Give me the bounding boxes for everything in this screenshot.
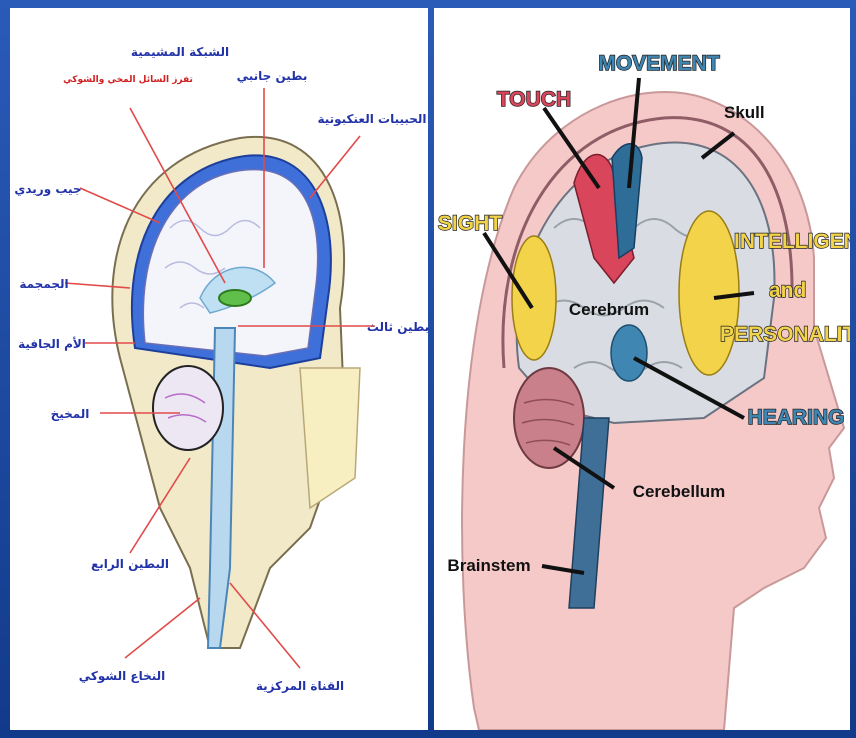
label-sight: SIGHT — [438, 212, 502, 235]
face-shape — [300, 368, 360, 508]
cerebellum-shape — [153, 366, 223, 450]
label-choroid-plexus-sub: تفرز السائل المخي والشوكي — [63, 75, 193, 85]
label-cerebellum: المخيخ — [51, 407, 90, 421]
label-hearing: HEARING — [748, 406, 845, 429]
label-brainstem: Brainstem — [447, 556, 530, 575]
sight-region — [512, 236, 556, 360]
label-lateral-ventricle: بطين جانبي — [237, 69, 308, 83]
cerebellum-shape-right — [514, 368, 584, 468]
choroid-plexus-shape — [219, 290, 251, 306]
label-spinal-cord: النخاع الشوكي — [79, 669, 166, 684]
label-venous-sinus: جيب وريدي — [14, 182, 81, 197]
label-personality: PERSONALITY — [720, 323, 850, 346]
label-choroid-plexus: الشبكة المشيمية — [131, 45, 229, 59]
label-cerebellum-right: Cerebellum — [633, 482, 726, 501]
right-panel-brain-functions: TOUCH MOVEMENT Skull SIGHT INTELLIGENCE … — [434, 8, 850, 730]
label-skull-right: Skull — [724, 103, 765, 122]
label-arachnoid-granulations: الحبيبات العنكبوتية — [317, 112, 426, 127]
label-cerebrum: Cerebrum — [569, 300, 649, 319]
intelligence-region — [679, 211, 739, 375]
label-touch: TOUCH — [497, 88, 571, 111]
left-panel-sagittal-diagram: الشبكة المشيمية تفرز السائل المخي والشوك… — [10, 8, 428, 730]
label-dura-mater: الأم الجافية — [18, 336, 86, 352]
label-skull: الجمجمة — [19, 277, 68, 291]
label-intelligence: INTELLIGENCE — [734, 230, 850, 253]
label-movement: MOVEMENT — [598, 52, 720, 75]
label-fourth-ventricle: البطين الرابع — [91, 557, 169, 571]
sagittal-brain-diagram: الشبكة المشيمية تفرز السائل المخي والشوك… — [10, 8, 428, 730]
label-central-canal: القناة المركزية — [256, 679, 344, 693]
label-third-ventricle: بطين ثالث — [367, 320, 428, 334]
label-and: and — [769, 279, 806, 302]
brain-functions-diagram: TOUCH MOVEMENT Skull SIGHT INTELLIGENCE … — [434, 8, 850, 730]
hearing-region — [611, 325, 647, 381]
